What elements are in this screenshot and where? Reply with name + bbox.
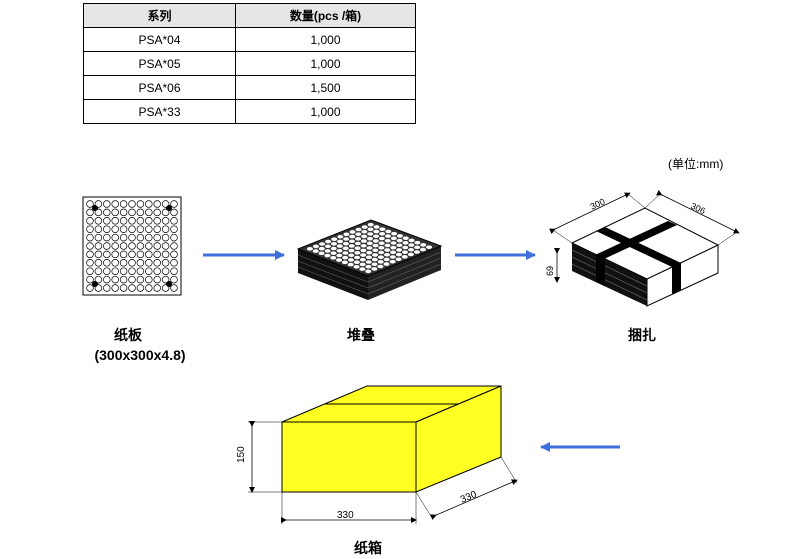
bundle-depth-label: 306	[689, 201, 707, 216]
table-row: PSA*33 1,000	[83, 99, 416, 124]
header-series: 系列	[83, 3, 236, 28]
carton-image: 150 330 330	[236, 385, 518, 524]
carton-width-label: 330	[337, 510, 354, 521]
carton-height-label: 150	[236, 446, 247, 463]
quantity-cell: 1,500	[235, 75, 416, 100]
table-row: PSA*04 1,000	[83, 27, 416, 52]
bundle-height-label: 69	[545, 266, 555, 276]
series-cell: PSA*06	[83, 75, 236, 100]
board-holes	[86, 200, 178, 292]
corner-mark-icon	[166, 281, 172, 287]
series-cell: PSA*04	[83, 27, 236, 52]
corner-mark-icon	[166, 205, 172, 211]
stack-image	[296, 219, 443, 300]
quantity-cell: 1,000	[235, 51, 416, 76]
stack-caption: 堆叠	[347, 327, 375, 343]
corner-mark-icon	[92, 281, 98, 287]
bundle-width-label: 300	[589, 196, 607, 211]
board-size-caption: (300x300x4.8)	[94, 347, 186, 363]
board-caption: 纸板	[114, 327, 142, 343]
board-image	[82, 196, 182, 296]
bundle-caption: 捆扎	[628, 327, 656, 343]
carton-depth-label: 330	[459, 489, 479, 506]
table-row: PSA*06 1,500	[83, 75, 416, 100]
quantity-table: 系列 数量(pcs /箱) PSA*04 1,000 PSA*05 1,000 …	[83, 3, 416, 124]
table-row: PSA*05 1,000	[83, 51, 416, 76]
stack-holes	[306, 222, 433, 274]
quantity-cell: 1,000	[235, 99, 416, 124]
bundle-image: 300 306 69	[545, 189, 740, 307]
carton-caption: 纸箱	[354, 540, 382, 556]
table-header-row: 系列 数量(pcs /箱)	[83, 3, 416, 28]
series-cell: PSA*33	[83, 99, 236, 124]
corner-mark-icon	[92, 205, 98, 211]
unit-note: (单位:mm)	[668, 157, 724, 171]
